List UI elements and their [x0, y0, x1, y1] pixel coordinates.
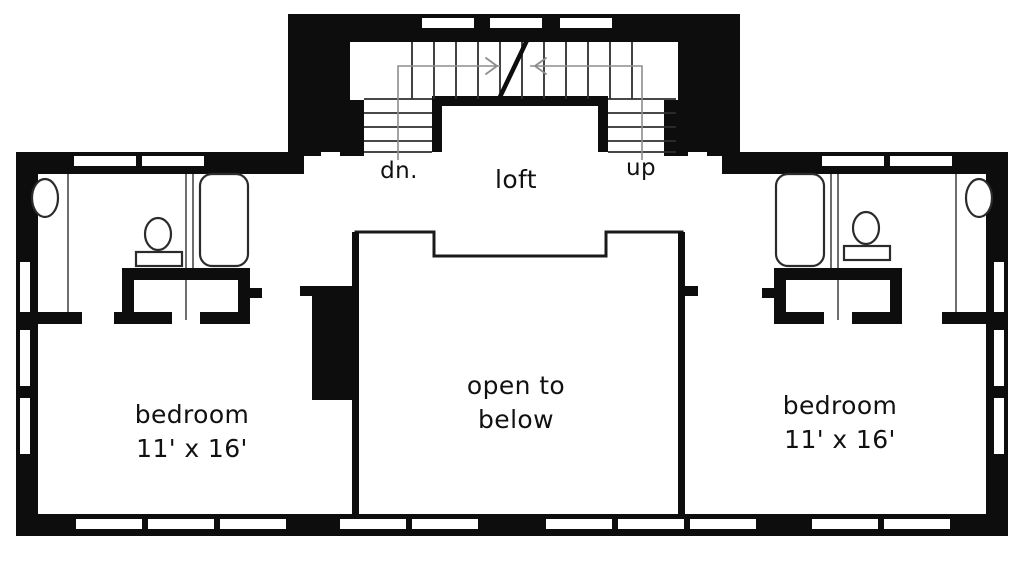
window-left-3 — [20, 398, 30, 454]
sink-icon-left — [143, 216, 173, 252]
right-bath-wall-bottom-a — [852, 312, 902, 324]
stair-left-wall-stub — [288, 100, 321, 156]
window-b-6 — [546, 519, 612, 529]
window-right-3 — [994, 398, 1004, 454]
window-right-2 — [994, 330, 1004, 386]
window-b-5 — [412, 519, 478, 529]
stair-landing-wall-left — [432, 96, 442, 152]
arrow-head-down-icon — [485, 57, 498, 75]
right-bath-fixtures — [774, 172, 994, 268]
bedroom-right-label: bedroom — [783, 391, 898, 420]
bedroom-left-label: bedroom — [135, 400, 250, 429]
open-to-below-label-line2: below — [478, 405, 554, 434]
bathtub-icon-right — [774, 172, 826, 268]
window-top-1 — [422, 18, 474, 28]
window-b-7 — [618, 519, 684, 529]
window-tr-1 — [822, 156, 884, 166]
left-bath-fixtures — [30, 172, 250, 268]
stair-wall-windows — [422, 18, 612, 28]
window-left-1 — [20, 262, 30, 318]
right-bath-wall-left — [774, 268, 786, 320]
left-bath-wall-to-exterior — [16, 312, 82, 324]
stair-travel-paths — [397, 57, 643, 160]
stair-landing-wall — [432, 96, 608, 106]
toilet-icon-left — [30, 177, 60, 219]
right-bath-wall-to-exterior — [942, 312, 1008, 324]
stair-right-wall-pier — [664, 100, 688, 156]
left-bath-door-jamb — [248, 288, 262, 298]
chase-jamb-right — [682, 286, 698, 296]
window-tr-2 — [890, 156, 952, 166]
stair-up-label: up — [626, 155, 656, 181]
counter-icon-left — [134, 250, 184, 268]
window-b-10 — [884, 519, 950, 529]
toilet-icon-right — [964, 177, 994, 219]
window-b-8 — [690, 519, 756, 529]
window-top-3 — [560, 18, 612, 28]
counter-icon-right — [842, 244, 892, 262]
right-bath-wall-top — [774, 268, 902, 280]
loft-label: loft — [495, 165, 537, 194]
window-right-1 — [994, 262, 1004, 318]
stair-break-line — [496, 31, 533, 102]
right-bath-door-jamb — [762, 288, 776, 298]
open-to-below-wall-right — [678, 232, 685, 516]
left-bath-wall-top — [122, 268, 250, 280]
stair-landing-wall-right — [598, 96, 608, 152]
bathtub-icon-left — [198, 172, 250, 268]
left-bath-wall-bottom-a — [114, 312, 172, 324]
stair-path-down — [397, 65, 500, 160]
left-bath-wall-left — [122, 268, 134, 320]
arrow-head-up-icon — [534, 57, 547, 75]
left-bath-partitions — [16, 174, 262, 324]
mechanical-chase-block — [312, 286, 356, 400]
open-to-below-enclosure — [300, 230, 698, 516]
bedroom-left-size: 11' x 16' — [136, 434, 248, 463]
right-bath-partitions — [762, 174, 1008, 324]
window-b-3 — [220, 519, 286, 529]
window-b-2 — [148, 519, 214, 529]
window-left-2 — [20, 330, 30, 386]
window-b-9 — [812, 519, 878, 529]
window-b-1 — [76, 519, 142, 529]
stair-path-up — [530, 65, 643, 160]
chase-jamb-left — [300, 286, 314, 296]
left-bath-wall-right — [238, 268, 250, 320]
window-b-4 — [340, 519, 406, 529]
stair-right-wall-stub — [707, 100, 740, 156]
exterior-windows — [20, 156, 1004, 529]
bedroom-right-size: 11' x 16' — [784, 425, 896, 454]
sink-icon-right — [851, 210, 881, 246]
open-to-below-label-line1: open to — [467, 371, 565, 400]
right-bath-wall-bottom-b — [774, 312, 824, 324]
left-bath-wall-bottom-b — [200, 312, 250, 324]
stair-down-label: dn. — [380, 158, 418, 184]
stair-left-wall-pier — [340, 100, 364, 156]
open-to-below-outline — [354, 230, 684, 516]
window-tl-1 — [74, 156, 136, 166]
window-top-2 — [490, 18, 542, 28]
right-bath-wall-right — [890, 268, 902, 320]
window-tl-2 — [142, 156, 204, 166]
